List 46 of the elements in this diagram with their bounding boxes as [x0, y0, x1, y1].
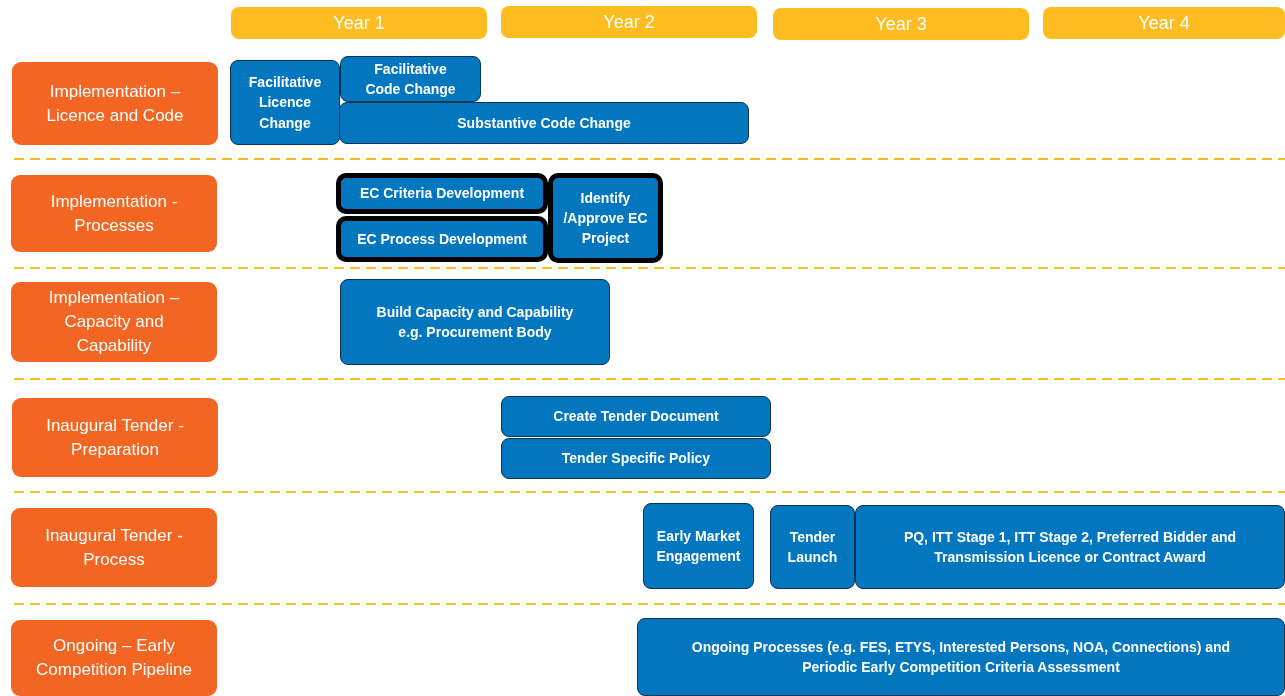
task-name: PQ, ITT Stage 1, ITT Stage 2, Preferred Bidder and Transmission Licence or Contract Award: [902, 527, 1238, 567]
year-label: Year 4: [1138, 12, 1190, 34]
task-name: Create Tender Document: [553, 407, 719, 427]
year-label: Year 2: [603, 11, 655, 33]
task-bar: [340, 279, 610, 365]
task-bar: [637, 618, 1285, 696]
task-bar: [770, 505, 855, 589]
task-bar: [501, 438, 771, 479]
task-name: Early Market Engagement: [656, 526, 741, 566]
task-name: EC Process Development: [357, 229, 527, 249]
workstream-label: [12, 398, 218, 477]
year-label: Year 1: [333, 12, 385, 34]
task-bar: [643, 503, 754, 589]
year-header: [773, 8, 1029, 40]
task-name: EC Criteria Development: [359, 184, 525, 204]
highlighted-task-bar: [548, 173, 663, 263]
task-bar: [855, 505, 1285, 589]
highlighted-task-bar: [336, 216, 548, 262]
task-bar: [339, 102, 749, 144]
task-bar: [501, 396, 771, 437]
task-bar: [230, 60, 340, 145]
task-name: Tender Launch: [786, 527, 839, 567]
task-name: Tender Specific Policy: [561, 449, 711, 469]
workstream-label: [11, 282, 217, 362]
workstream-label: [12, 62, 218, 145]
task-name: Substantive Code Change: [457, 113, 631, 133]
task-name: Ongoing Processes (e.g. FES, ETYS, Interested Persons, NOA, Connections) and Periodic Early Competition Criteria Assessment: [690, 637, 1232, 677]
workstream-name: Inaugural Tender - Preparation: [45, 414, 185, 461]
workstream-label: [11, 508, 217, 587]
task-name: Facilitative Code Change: [364, 59, 457, 99]
task-bar: [340, 56, 481, 102]
workstream-name: Ongoing – Early Competition Pipeline: [35, 635, 193, 681]
workstream-name: Inaugural Tender - Process: [44, 524, 184, 571]
year-header: [1043, 7, 1285, 39]
task-name: Facilitative Licence Change: [247, 73, 323, 133]
year-label: Year 3: [875, 13, 927, 35]
task-name: Identify /Approve EC Project: [562, 188, 649, 249]
year-header: [501, 6, 757, 38]
task-name: Build Capacity and Capability e.g. Procurement Body: [375, 302, 575, 342]
workstream-label: [11, 175, 217, 252]
workstream-label: [11, 620, 217, 696]
workstream-name: Implementation – Licence and Code: [45, 80, 185, 127]
workstream-name: Implementation - Processes: [49, 190, 179, 237]
highlighted-task-bar: [336, 173, 548, 214]
workstream-name: Implementation – Capacity and Capability: [47, 287, 181, 357]
year-header: [231, 7, 487, 39]
